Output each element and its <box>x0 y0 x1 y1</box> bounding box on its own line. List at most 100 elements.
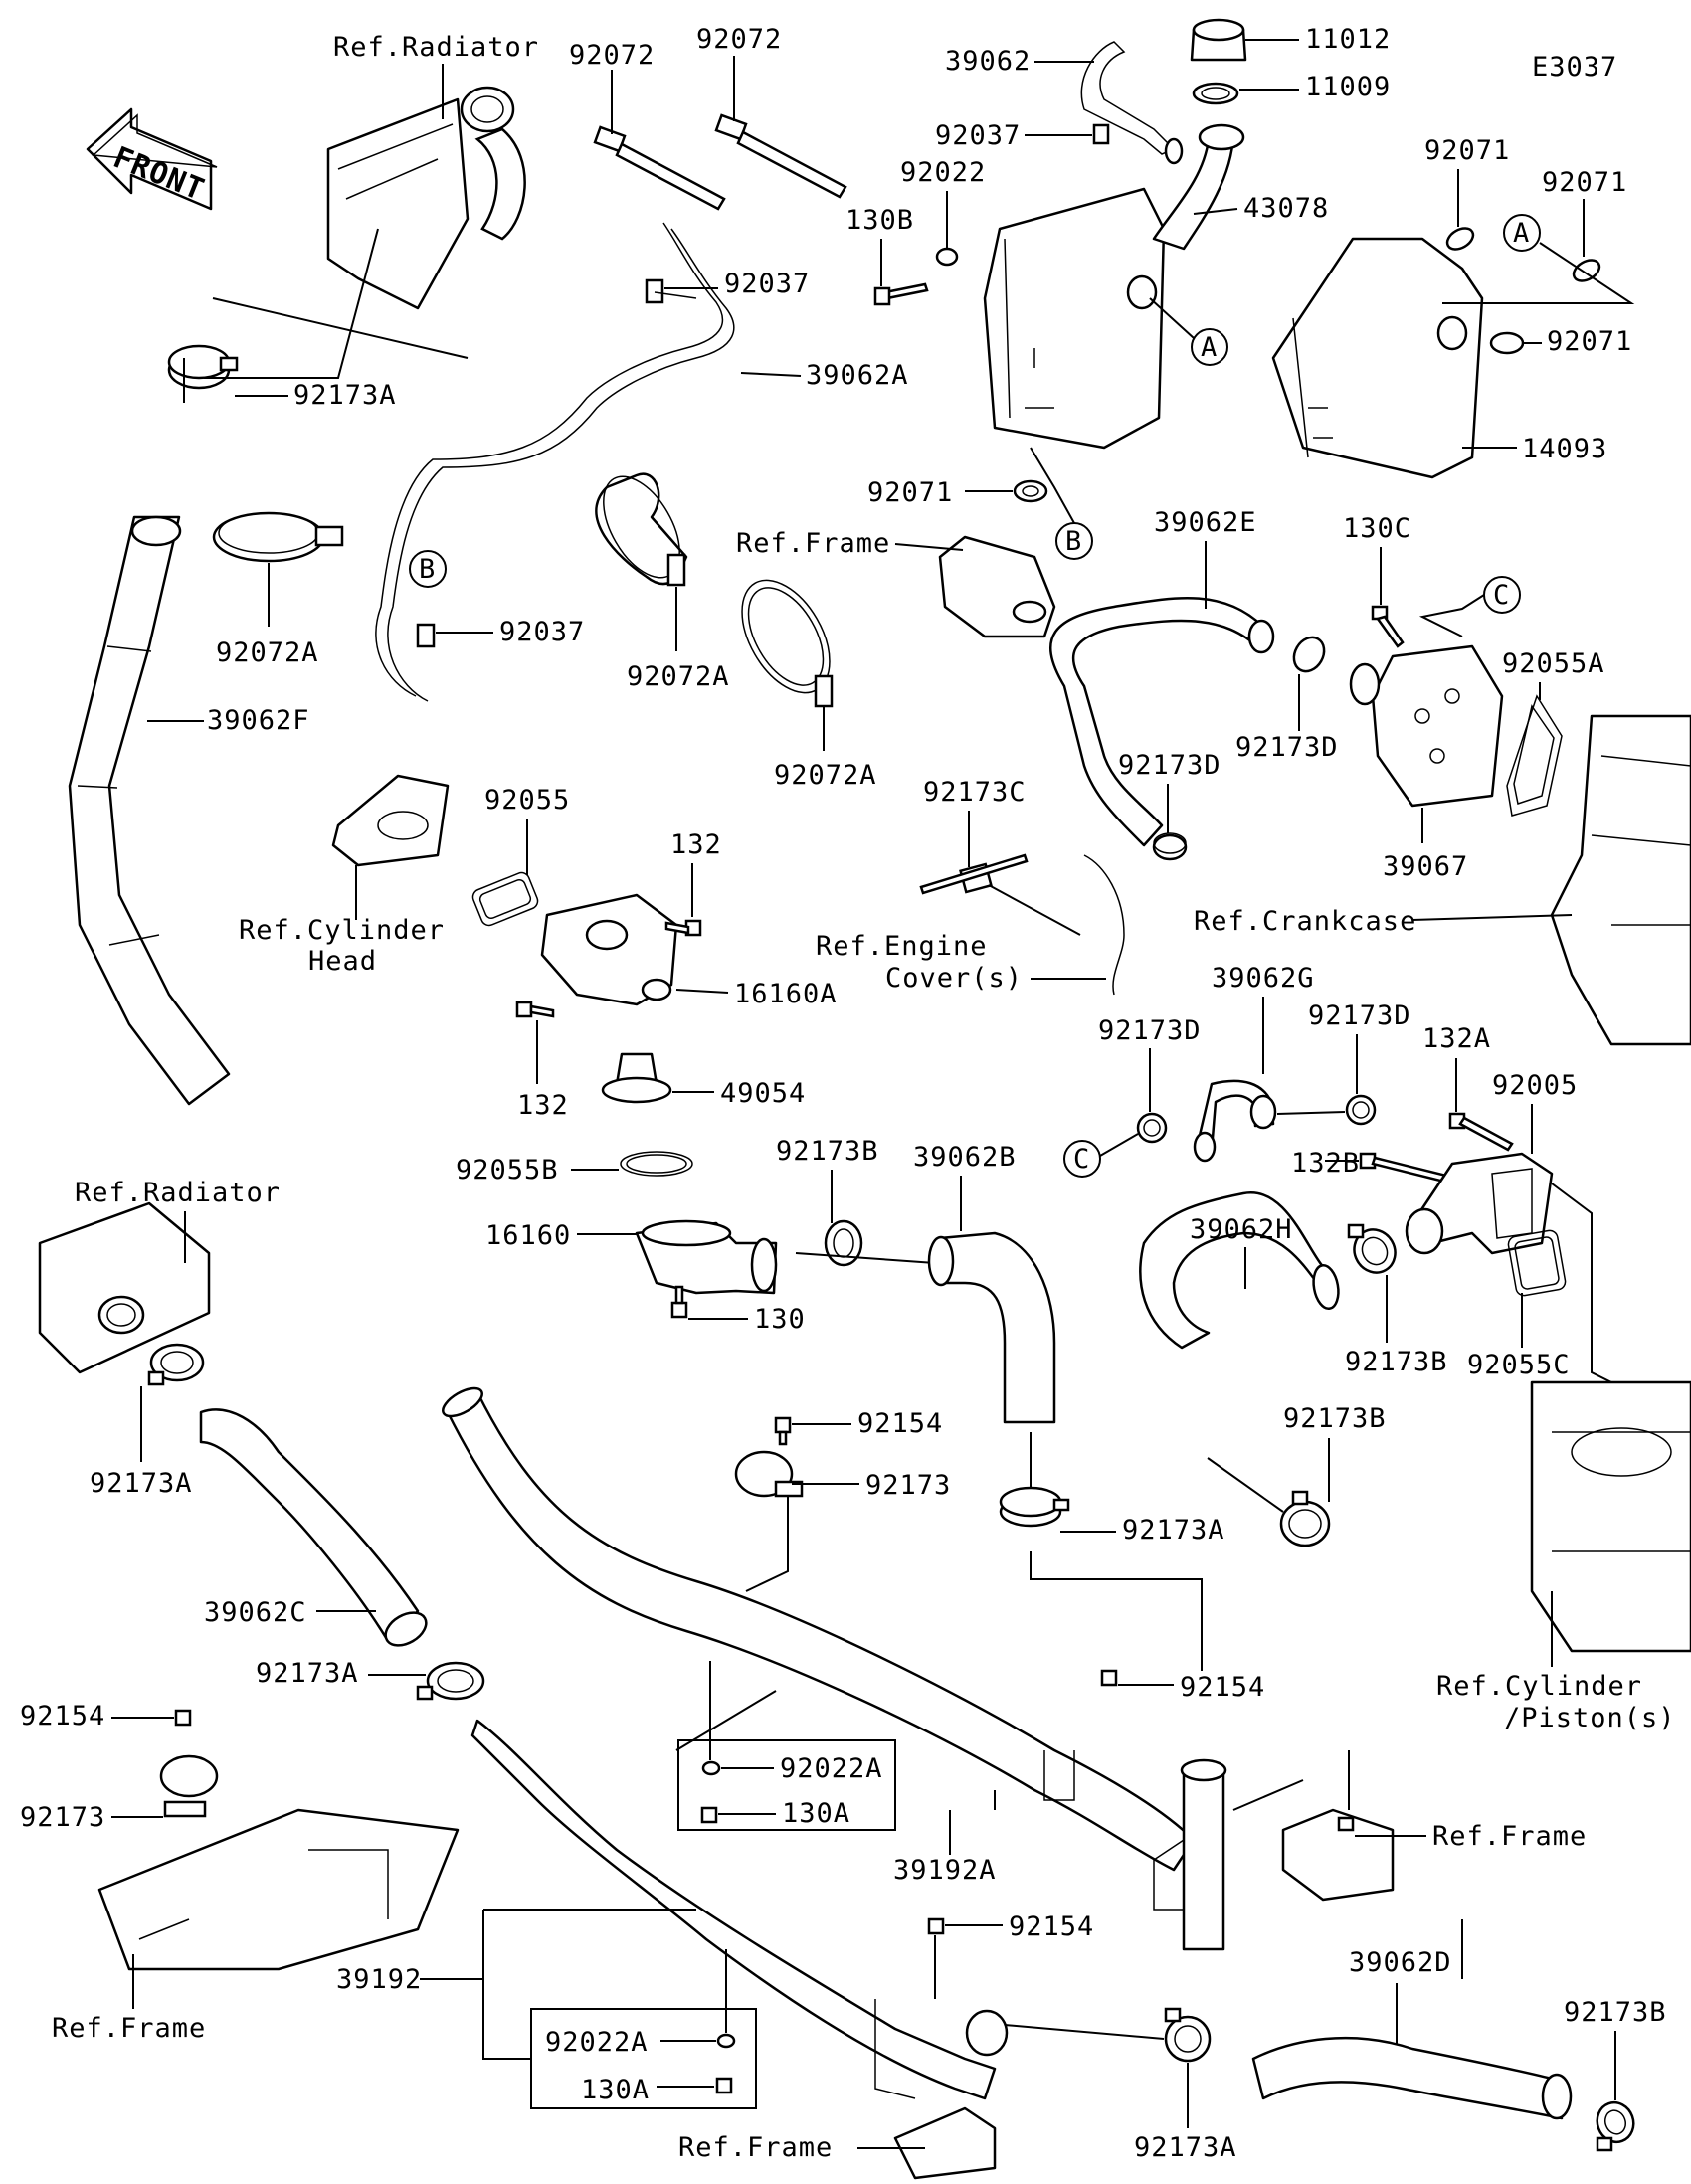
radiator-ref-mid <box>38 1201 211 1374</box>
pipe-39192 <box>470 1719 1009 2100</box>
washer-92022 <box>935 247 959 267</box>
label-14093: 14093 <box>1522 434 1607 464</box>
frame-ref-bottom <box>893 2106 997 2180</box>
label-11012: 11012 <box>1305 24 1391 55</box>
frame-ref-left <box>97 1808 460 1971</box>
label-92037-b: 92037 <box>499 617 585 647</box>
label-92072-1: 92072 <box>569 40 655 71</box>
label-92154-2: 92154 <box>1180 1672 1265 1703</box>
label-16160: 16160 <box>485 1220 571 1251</box>
label-92037-top: 92037 <box>935 120 1021 151</box>
label-92071-2: 92071 <box>1424 135 1510 166</box>
label-92173-1: 92173 <box>865 1470 951 1501</box>
cylinder-head-ref <box>331 774 450 867</box>
label-92173b-4: 92173B <box>1564 1997 1667 2028</box>
label-39067: 39067 <box>1383 851 1468 882</box>
clamp-92173b-4 <box>1596 2100 1635 2152</box>
outlet-fitting-92005 <box>1405 1152 1554 1255</box>
label-ref-crankcase: Ref.Crankcase <box>1194 906 1416 937</box>
screw-92154-2 <box>1100 1669 1118 1687</box>
label-92173d-2: 92173D <box>1118 750 1221 781</box>
label-92173a-bottom: 92173A <box>1134 2132 1237 2163</box>
label-39062c: 39062C <box>204 1597 307 1628</box>
label-92173c: 92173C <box>923 777 1027 808</box>
callout-b-left: B <box>419 554 436 585</box>
grommet-92071-b <box>1013 479 1048 503</box>
bolt-130 <box>670 1285 688 1319</box>
label-92173b-1: 92173B <box>776 1136 879 1167</box>
label-39192a: 39192A <box>893 1855 997 1886</box>
callout-a-tank: A <box>1201 332 1218 363</box>
label-39062d: 39062D <box>1349 1947 1452 1978</box>
clamp-92173a-top <box>167 344 239 390</box>
label-92173b-2: 92173B <box>1345 1347 1448 1377</box>
thermostat-housing-16160a <box>540 893 678 1006</box>
label-ref-frame-right: Ref.Frame <box>1432 1821 1587 1852</box>
washer-92022a-1 <box>701 1760 721 1776</box>
label-132-bottom: 132 <box>517 1090 569 1121</box>
front-arrow-icon: FRONT <box>86 107 218 211</box>
clamp-92173d-4 <box>1345 1094 1377 1126</box>
hose-39062d <box>1251 2036 1573 2120</box>
clamp-92173d-2 <box>1152 832 1188 861</box>
label-92173a-top: 92173A <box>293 380 397 411</box>
label-92173-left: 92173 <box>20 1802 105 1833</box>
cable-tie-92072-a <box>593 125 726 211</box>
label-39062b: 39062B <box>913 1142 1017 1173</box>
label-92173a-left: 92173A <box>90 1468 193 1499</box>
seal-11009 <box>1192 82 1239 105</box>
strap-92072a-right <box>741 579 834 708</box>
pipe-39192a <box>442 1386 1227 1951</box>
clamp-92173d-3 <box>1136 1112 1168 1144</box>
frame-ref-right <box>1281 1808 1395 1902</box>
hose-39062-top <box>1080 41 1184 165</box>
label-92037-mid: 92037 <box>724 269 810 299</box>
screw-92154-3 <box>927 1917 945 1935</box>
clamp-92173a-low <box>416 1661 485 1701</box>
label-ref-cylinder-piston-1: Ref.Cylinder <box>1436 1671 1642 1702</box>
hose-39062c <box>199 1408 428 1647</box>
strap-92072a-left <box>212 511 344 563</box>
label-130b: 130B <box>846 205 914 236</box>
grommet-92071-3 <box>1489 331 1525 355</box>
bolt-130a-2 <box>715 2077 733 2094</box>
bolt-132-bottom <box>515 1001 555 1018</box>
label-92173d-1: 92173D <box>1235 732 1339 763</box>
label-ref-frame-bottom: Ref.Frame <box>678 2132 833 2163</box>
label-92005: 92005 <box>1492 1070 1578 1101</box>
label-92154-3: 92154 <box>1009 1911 1094 1942</box>
label-130a-2: 130A <box>581 2075 650 2105</box>
label-ref-radiator-top: Ref.Radiator <box>333 32 539 63</box>
clip-92173-left <box>159 1754 219 1818</box>
label-92071-1: 92071 <box>867 477 953 508</box>
label-92173d-4: 92173D <box>1308 1001 1411 1031</box>
label-92022a-1: 92022A <box>780 1753 883 1784</box>
strap-92072a-mid <box>595 472 688 587</box>
hose-39062h <box>1139 1191 1340 1350</box>
label-92055b: 92055B <box>456 1155 559 1185</box>
label-130c: 130C <box>1343 513 1411 544</box>
label-11009: 11009 <box>1305 72 1391 102</box>
label-92154-left: 92154 <box>20 1701 105 1731</box>
frame-ref-top <box>938 535 1056 638</box>
cap-11012 <box>1190 18 1247 62</box>
clip-92037-top <box>1092 123 1110 145</box>
label-92173b-3: 92173B <box>1283 1403 1387 1434</box>
overflow-tank-43078 <box>983 123 1245 450</box>
clip-92037-b <box>416 623 436 648</box>
label-132-top: 132 <box>670 829 722 860</box>
gasket-92055a <box>1506 694 1563 817</box>
label-130: 130 <box>754 1304 806 1335</box>
clip-92173-1 <box>734 1450 804 1498</box>
label-39062f: 39062F <box>207 705 310 736</box>
clamp-92173b-1 <box>824 1219 863 1267</box>
clamp-92173b-2 <box>1347 1223 1397 1274</box>
label-92071-3: 92071 <box>1542 167 1627 198</box>
clamp-92173d-1 <box>1292 636 1326 673</box>
label-130a-1: 130A <box>782 1798 850 1829</box>
label-39192: 39192 <box>336 1964 422 1995</box>
label-92072a-3: 92072A <box>774 760 877 791</box>
diagram-code: E3037 <box>1532 52 1617 83</box>
cable-tie-92072-b <box>714 113 847 199</box>
o-ring-92055b <box>620 1151 693 1177</box>
